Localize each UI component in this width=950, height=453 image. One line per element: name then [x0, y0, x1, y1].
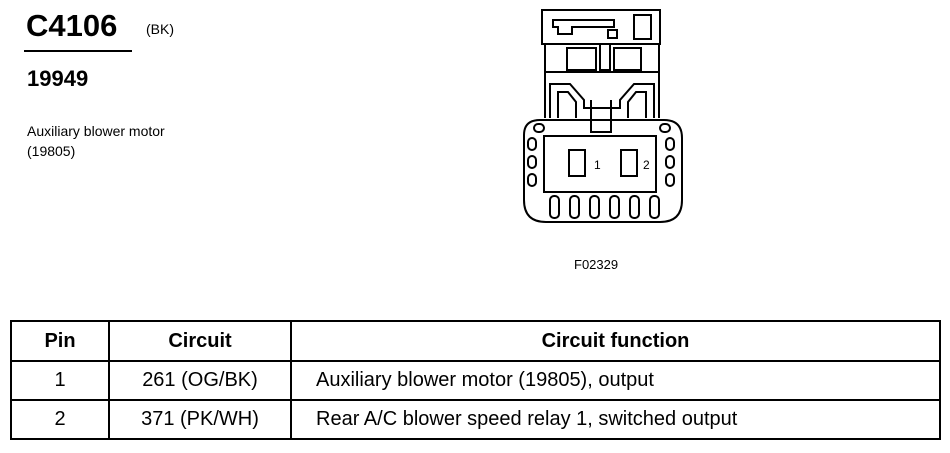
latch-arm-inner: [557, 91, 647, 118]
connector-description: Auxiliary blower motor (19805): [27, 123, 165, 159]
header-circuit-function: Circuit function: [290, 320, 941, 362]
table-header-row: Pin Circuit Circuit function: [10, 320, 941, 362]
pin-1-cavity: [568, 149, 586, 177]
latch-center-post: [599, 44, 611, 71]
side-rib: [665, 137, 675, 151]
part-number: 19949: [27, 66, 89, 91]
pin-2-label: 2: [643, 158, 650, 172]
top-rib: [533, 123, 545, 133]
title-underline: [24, 50, 132, 52]
latch-tongue: [590, 100, 612, 133]
bottom-rib: [569, 195, 580, 219]
connector-face-diagram: 1 2: [523, 9, 683, 223]
pin-cavity-block: [543, 135, 657, 193]
bottom-rib: [609, 195, 620, 219]
connector-housing: [523, 119, 683, 223]
bottom-rib: [629, 195, 640, 219]
latch-arms: [549, 83, 655, 118]
pin-2-cavity: [620, 149, 638, 177]
latch-shroud-sides: [544, 72, 660, 118]
side-rib: [527, 137, 537, 151]
locking-tab-slot: [552, 19, 615, 35]
connector-color-code: (BK): [146, 21, 174, 37]
latch-window-right: [613, 47, 642, 71]
bottom-rib: [549, 195, 560, 219]
latch-window-left: [566, 47, 597, 71]
bottom-rib: [589, 195, 600, 219]
figure-id: F02329: [574, 257, 619, 272]
locking-tab-window: [633, 14, 652, 40]
connector-id: C4106: [26, 8, 118, 43]
table-row: 2 371 (PK/WH) Rear A/C blower speed rela…: [10, 399, 941, 440]
cell-pin: 2: [10, 399, 110, 440]
side-rib: [527, 173, 537, 187]
locking-tab-notch: [607, 29, 618, 39]
table-row: 1 261 (OG/BK) Auxiliary blower motor (19…: [10, 360, 941, 401]
pin-1-label: 1: [594, 158, 601, 172]
cell-function: Auxiliary blower motor (19805), output: [290, 360, 941, 401]
pin-table: Pin Circuit Circuit function 1 261 (OG/B…: [10, 320, 941, 440]
bottom-rib: [649, 195, 660, 219]
cell-circuit: 261 (OG/BK): [108, 360, 292, 401]
side-rib: [665, 173, 675, 187]
side-rib: [665, 155, 675, 169]
header-circuit: Circuit: [108, 320, 292, 362]
side-rib: [527, 155, 537, 169]
cell-function: Rear A/C blower speed relay 1, switched …: [290, 399, 941, 440]
cell-pin: 1: [10, 360, 110, 401]
cell-circuit: 371 (PK/WH): [108, 399, 292, 440]
header-pin: Pin: [10, 320, 110, 362]
top-rib: [659, 123, 671, 133]
